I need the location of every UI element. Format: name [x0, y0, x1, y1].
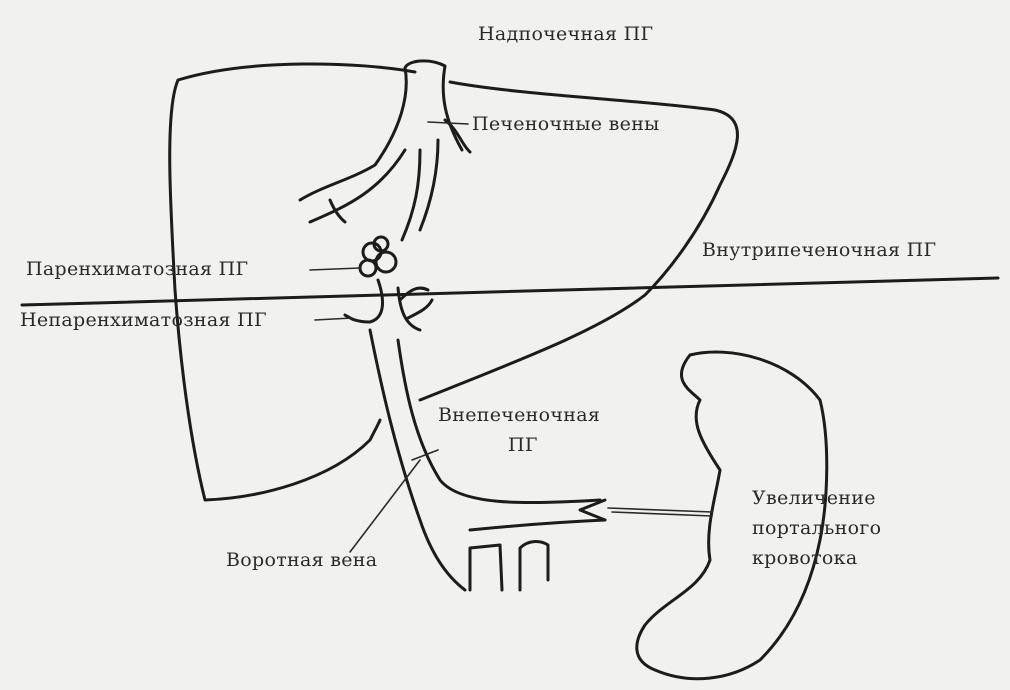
pointer-nonparenchymal — [315, 318, 352, 320]
portal-vein-left-wall — [345, 280, 465, 590]
pointer-hepatic-veins — [428, 122, 468, 124]
hepatic-vein-branch-d — [445, 120, 470, 152]
label-suprahepatic: Надпочечная ПГ — [478, 24, 653, 46]
label-extrahepatic-2: ПГ — [508, 435, 538, 457]
flow-arrow — [608, 508, 712, 512]
label-increase-2: портального — [752, 518, 881, 540]
label-portal-vein: Воротная вена — [226, 550, 377, 572]
label-intrahepatic: Внутрипеченочная ПГ — [702, 240, 936, 262]
hepatic-vein-left-2 — [310, 150, 405, 222]
flow-arrow-2 — [612, 512, 712, 516]
hepatic-vein-branch-c — [420, 140, 438, 230]
hepatic-vein-left — [300, 68, 406, 200]
label-parenchymal: Паренхиматозная ПГ — [26, 259, 248, 281]
label-extrahepatic-1: Внепеченочная — [438, 405, 600, 427]
sinusoid-knot — [360, 237, 396, 276]
hepatic-vein-branch-b — [402, 150, 420, 240]
pointer-parenchymal — [310, 268, 360, 270]
splenic-vein-lower — [470, 520, 605, 530]
label-nonparenchymal: Непаренхиматозная ПГ — [20, 310, 267, 332]
splenic-arrow-head — [580, 500, 605, 520]
hepatic-vein-trunk — [405, 61, 462, 150]
spleen-outline — [637, 352, 827, 679]
pointer-portal-vein — [350, 460, 420, 552]
divider-line — [22, 278, 998, 305]
mesenteric-branches — [470, 542, 548, 590]
label-increase-3: кровотока — [752, 548, 857, 570]
label-hepatic-veins: Печеночные вены — [472, 114, 660, 136]
label-increase-1: Увеличение — [752, 488, 876, 510]
